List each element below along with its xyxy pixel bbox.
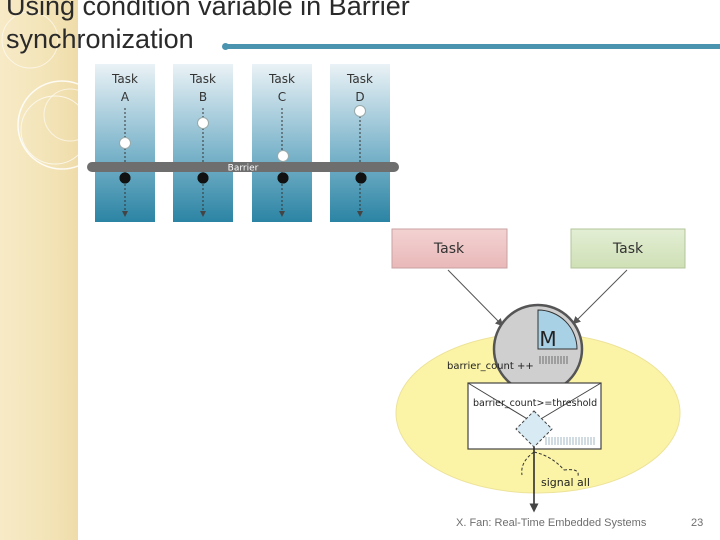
task-b-open-dot	[197, 117, 209, 129]
task-a-open-dot	[119, 137, 131, 149]
task-box-left-label: Task	[433, 241, 465, 257]
task-column-a: Task A	[95, 64, 155, 222]
page-number: 23	[691, 517, 704, 529]
task-c-label-line1: Task	[268, 72, 295, 86]
task-box-right	[570, 228, 686, 269]
left-decorative-band	[0, 0, 78, 540]
task-a-label-line2: A	[121, 90, 130, 104]
slide-title: Using condition variable in Barrier sync…	[6, 0, 410, 54]
task-b-label-line1: Task	[189, 72, 216, 86]
task-b-label-line2: B	[199, 90, 207, 104]
monitor-label: M	[539, 327, 556, 351]
task-box-left	[391, 228, 508, 269]
arrow-left-task	[447, 269, 504, 327]
task-d-label-line1: Task	[346, 72, 373, 86]
task-column-b: Task B	[173, 64, 233, 222]
task-column-d: Task D	[330, 64, 390, 222]
increment-label: barrier_count ++	[447, 361, 534, 372]
arrow-right-task	[572, 269, 628, 325]
barrier-label: Barrier	[228, 164, 259, 174]
task-a-label-line1: Task	[111, 72, 138, 86]
condition-label: barrier_count>=threshold	[473, 398, 597, 409]
barrier-bar	[87, 162, 399, 172]
footer-text: X. Fan: Real-Time Embedded Systems	[456, 517, 647, 529]
task-d-label-line2: D	[355, 90, 364, 104]
task-c-open-dot	[277, 150, 289, 162]
title-rule-dot	[222, 43, 229, 50]
task-d-open-dot	[354, 105, 366, 117]
title-rule	[228, 44, 720, 49]
task-box-right-label: Task	[612, 241, 644, 257]
task-c-label-line2: C	[278, 90, 286, 104]
signal-all-label: signal all	[541, 476, 590, 489]
monitor-lock: M	[492, 303, 584, 395]
task-column-c: Task C	[252, 64, 312, 222]
